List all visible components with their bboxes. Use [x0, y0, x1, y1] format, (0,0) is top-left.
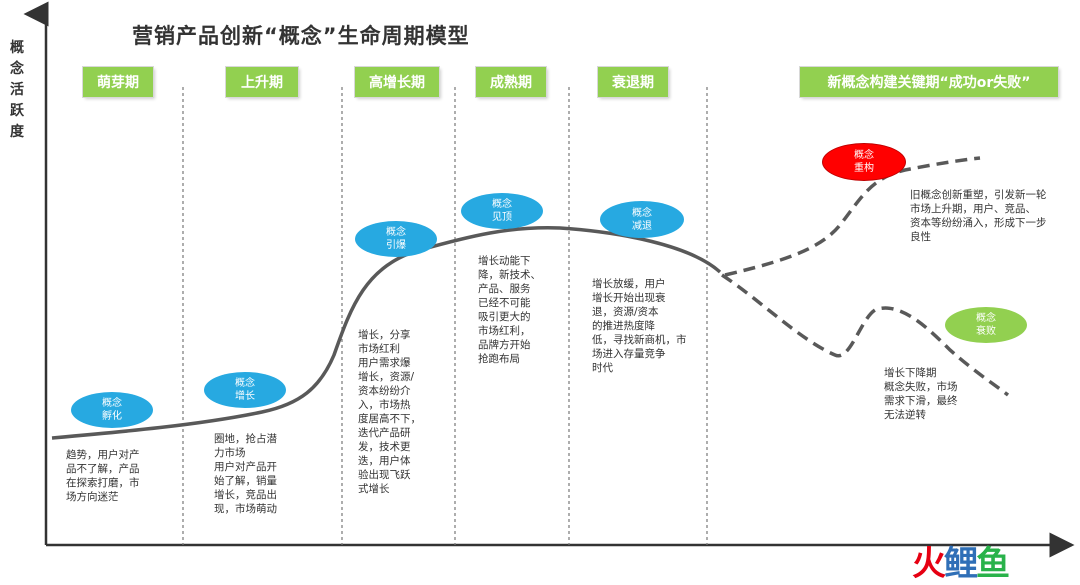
brand-watermark: 火鲤鱼: [912, 536, 1010, 585]
bubble-text: 概念: [235, 378, 255, 389]
desc-line: 市场红利，: [478, 325, 531, 337]
lifecycle-curve: [51, 225, 722, 440]
desc-line: 产品、服务: [478, 283, 531, 295]
bubble-text: 孵化: [102, 411, 122, 422]
bubble-text: 衰败: [976, 326, 996, 337]
stage-new-concept: 新概念构建关键期“成功or失败”: [800, 67, 1058, 97]
desc-line: 的推进热度降: [592, 320, 655, 332]
desc-line: 增长放缓，用户: [592, 278, 666, 290]
bubble-reconstruct: 概念 重构: [822, 143, 906, 181]
desc-mature: 增长动能下降，新技术、产品、服务已经不可能吸引更大的市场红利， 品牌方开始抢跑布局: [478, 254, 558, 366]
bubble-text: 减退: [632, 220, 652, 232]
desc-line: 资本等纷纷涌入，形成下一步: [910, 217, 1047, 229]
bubble-text: 增长: [235, 391, 255, 402]
bubble-fading: 概念 减退: [600, 201, 684, 238]
bubble-text: 概念: [386, 227, 406, 238]
bubble-text: 概念: [632, 207, 652, 219]
desc-line: 资本纷纷介: [358, 385, 411, 397]
desc-line: 趋势，用户对产: [66, 449, 140, 461]
bubble-text: 见顶: [492, 212, 512, 223]
desc-line: 需求下滑，最终: [884, 395, 958, 407]
desc-line: 旧概念创新重塑，引发新一轮: [910, 189, 1047, 201]
desc-line: 增长，分享: [358, 329, 411, 341]
bubble-text: 概念: [492, 199, 512, 210]
bubble-failure: 概念 衰败: [945, 307, 1027, 343]
desc-decline: 增长放缓，用户增长开始出现衰退，资源/资本的推进热度降低，寻找新商机，市场进入存…: [592, 277, 702, 375]
desc-line: 圈地，抢占潜: [214, 433, 277, 445]
desc-line: 市场红利: [358, 343, 400, 355]
desc-line: 度居高不下，: [358, 413, 421, 425]
desc-line: 现，市场萌动: [214, 503, 277, 515]
desc-line: 增长开始出现衰: [592, 292, 666, 304]
desc-line: 降，新技术、: [478, 269, 541, 281]
desc-line: 用户需求爆: [358, 357, 411, 369]
y-axis-label-char: 念: [10, 61, 24, 77]
desc-line: 场方向迷茫: [66, 491, 119, 503]
stage-budding: 萌芽期: [83, 67, 153, 97]
desc-line: 始了解，销量: [214, 475, 277, 487]
desc-line: 增长，资源/: [358, 371, 415, 383]
bubble-text: 概念: [102, 398, 122, 409]
bubble-text: 重构: [854, 163, 874, 174]
failure-branch-curve: [721, 273, 1010, 397]
stage-rising: 上升期: [226, 67, 298, 97]
desc-line: 概念失败，市场: [884, 381, 958, 393]
bubble-text: 引爆: [386, 240, 406, 251]
desc-line: 吸引更大的: [478, 311, 531, 323]
y-axis-label: 概 念 活 跃 度: [6, 38, 28, 143]
stage-decline: 衰退期: [598, 67, 668, 97]
bubble-incubation: 概念 孵化: [71, 392, 153, 428]
watermark-char: 鲤: [944, 544, 978, 584]
desc-success: 旧概念创新重塑，引发新一轮市场上升期，用户、竞品、资本等纷纷涌入，形成下一步良性: [910, 188, 1076, 244]
desc-line: 增长下降期: [884, 367, 937, 379]
stage-high-growth: 高增长期: [355, 67, 439, 97]
desc-line: 市场上升期，用户、竞品、: [910, 203, 1036, 215]
bubble-explosion: 概念 引爆: [355, 221, 437, 257]
bubble-text: 概念: [976, 313, 996, 324]
desc-line: 低，寻找新商机，市: [592, 334, 687, 346]
desc-line: 品不了解，产品: [66, 463, 140, 475]
desc-line: 抢跑布局: [478, 353, 520, 365]
watermark-char: 火: [912, 544, 946, 584]
watermark-char: 鱼: [976, 544, 1010, 584]
desc-line: 增长，竞品出: [214, 489, 277, 501]
diagram-title: 营销产品创新“概念”生命周期模型: [132, 24, 470, 48]
desc-rising: 圈地，抢占潜力市场用户对产品开始了解，销量增长，竞品出现，市场萌动: [214, 432, 314, 516]
desc-line: 退，资源/资本: [592, 306, 659, 318]
desc-line: 迭，用户体: [358, 455, 411, 467]
desc-failure: 增长下降期概念失败，市场需求下滑，最终无法逆转: [884, 366, 994, 422]
bubble-peak: 概念 见顶: [461, 193, 543, 229]
desc-line: 无法逆转: [884, 409, 926, 421]
desc-line: 发，技术更: [358, 441, 411, 453]
desc-line: 良性: [910, 231, 931, 243]
stage-mature: 成熟期: [476, 67, 546, 97]
desc-line: 已经不可能: [478, 297, 531, 309]
bubble-growth: 概念 增长: [204, 372, 286, 408]
desc-line: 式增长: [358, 483, 390, 495]
desc-line: 品牌方开始: [478, 339, 531, 351]
desc-line: 验出现飞跃: [358, 469, 411, 481]
desc-line: 时代: [592, 362, 613, 374]
desc-line: 场进入存量竞争: [592, 348, 666, 360]
desc-line: 用户对产品开: [214, 461, 277, 473]
y-axis-label-char: 活: [10, 82, 24, 98]
desc-budding: 趋势，用户对产品不了解，产品在探索打磨，市场方向迷茫: [66, 448, 176, 504]
desc-line: 入，市场热: [358, 399, 411, 411]
desc-line: 力市场: [214, 447, 246, 459]
desc-line: 迭代产品研: [358, 427, 411, 439]
y-axis-label-char: 概: [10, 40, 24, 56]
bubble-text: 概念: [854, 150, 874, 161]
success-branch-curve: [724, 156, 981, 277]
desc-line: 增长动能下: [478, 255, 531, 267]
desc-high-growth: 增长，分享市场红利用户需求爆增长，资源/资本纷纷介入，市场热度居高不下， 迭代产品…: [358, 328, 438, 496]
y-axis-label-char: 度: [10, 124, 24, 140]
y-axis-label-char: 跃: [10, 103, 24, 119]
desc-line: 在探索打磨，市: [66, 477, 140, 489]
